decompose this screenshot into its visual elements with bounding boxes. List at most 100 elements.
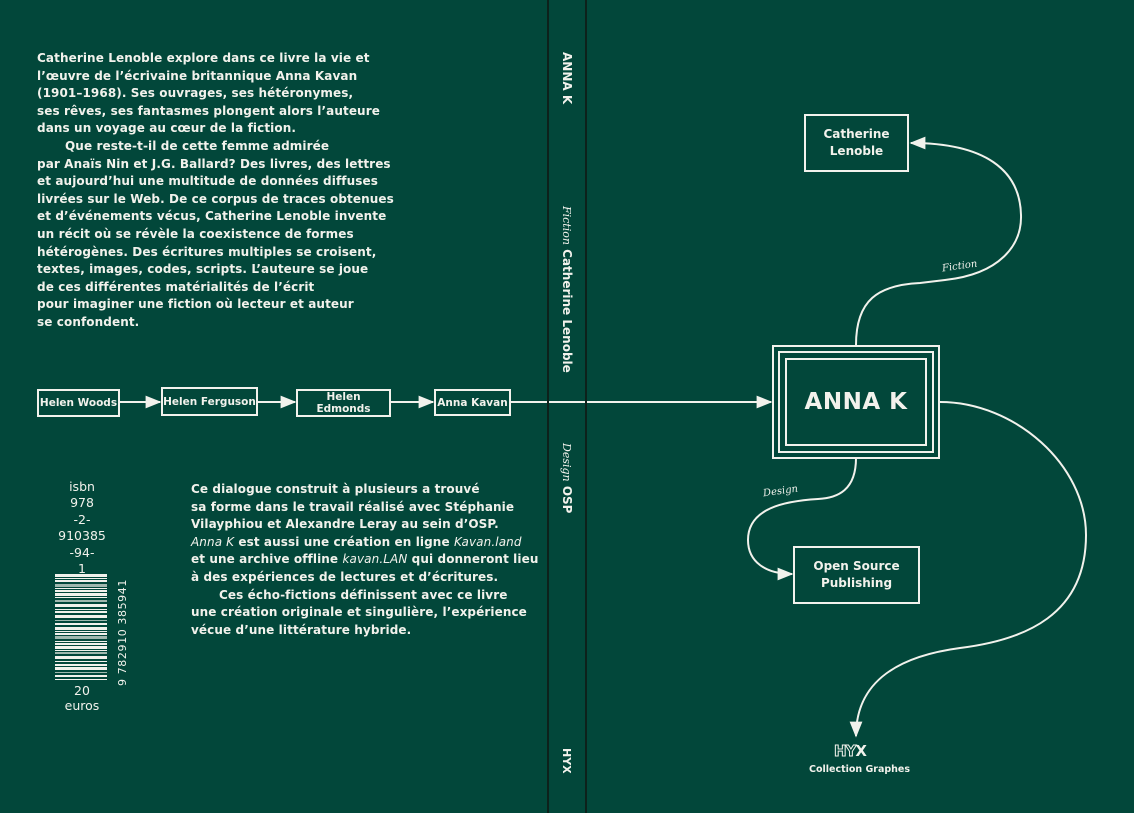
summary-line: livrées sur le Web. De ce corpus de trac…	[37, 191, 394, 206]
spine-rule-right	[585, 0, 587, 813]
barcode-bar	[55, 588, 107, 589]
barcode-bar	[55, 675, 107, 677]
logo-solid-letter: X	[855, 742, 867, 760]
barcode-bar	[55, 580, 107, 582]
annak-frame-inner	[785, 358, 927, 446]
summary-line: un récit où se révèle la coexistence de …	[37, 226, 354, 241]
barcode-bar	[55, 641, 107, 642]
spine-author: Catherine Lenoble	[560, 249, 574, 373]
credits-line: Vilayphiou et Alexandre Leray au sein d’…	[191, 517, 499, 532]
summary-line: l’œuvre de l’écrivaine britannique Anna …	[37, 68, 358, 83]
designer-line: Open Source	[813, 559, 900, 573]
spine-designer: OSP	[560, 485, 574, 514]
barcode-digits: 9 782910 385941	[116, 579, 129, 686]
collection-name: Collection Graphes	[809, 764, 911, 775]
spine-genre: Fiction	[560, 206, 573, 245]
barcode-bar	[55, 578, 107, 579]
spine-design-label: Design	[560, 443, 573, 482]
barcode-bar	[55, 623, 107, 625]
designer-line: Publishing	[820, 576, 893, 590]
price-amount: 20	[74, 683, 90, 698]
logo-outline-letters: HY	[833, 742, 856, 761]
barcode-bar	[55, 600, 107, 602]
summary-line: et aujourd’hui une multitude de données …	[37, 174, 378, 189]
summary-line: pour imaginer une fiction où lecteur et …	[37, 297, 354, 312]
isbn-line: 978	[70, 495, 94, 511]
isbn-line: 1	[78, 561, 86, 577]
arrow-design	[746, 457, 857, 581]
summary-line: Catherine Lenoble explore dans ce livre …	[37, 51, 370, 65]
summary-line: textes, images, codes, scripts. L’auteur…	[37, 262, 369, 277]
barcode-bar	[55, 633, 107, 635]
barcode-bar	[55, 652, 107, 654]
barcode-bar	[55, 631, 107, 632]
barcode-bar	[55, 584, 107, 587]
front-title: ANNA K	[804, 388, 908, 415]
isbn-line: -2-	[73, 511, 91, 527]
annak-frame-outer	[772, 345, 940, 459]
barcode-bar	[55, 646, 107, 649]
pseudonym-label: Helen Woods	[39, 397, 118, 409]
website-kavan-land: Kavan.land	[453, 534, 522, 549]
barcode-bar	[55, 597, 107, 598]
author-last-name: Lenoble	[829, 144, 884, 158]
barcode-bar	[55, 593, 107, 596]
barcode-bar	[55, 620, 107, 621]
archive-kavan-lan: kavan.LAN	[342, 552, 408, 567]
barcode-bar	[55, 609, 107, 610]
barcode-bar	[55, 636, 107, 639]
barcode	[55, 574, 107, 680]
spine-rule-left	[547, 0, 549, 813]
spine-author-line: Fiction Catherine Lenoble	[560, 206, 574, 373]
summary-line: par Anaïs Nin et J.G. Ballard? Des livre…	[37, 156, 391, 171]
back-cover-credits: Ce dialogue construit à plusieurs a trou…	[191, 481, 539, 639]
hyx-logo: HYX	[560, 748, 573, 774]
author-first-name: Catherine	[823, 127, 890, 141]
barcode-bar	[55, 664, 107, 666]
pseudonym-label: Helen Edmonds	[316, 391, 371, 415]
isbn-line: isbn	[69, 479, 95, 494]
summary-line: se confondent.	[37, 314, 140, 329]
barcode-bar	[55, 672, 107, 673]
pseudonym-label: Anna Kavan	[437, 396, 508, 409]
credits-text: qui donneront lieu	[407, 552, 539, 567]
price: 20 euros	[52, 683, 112, 713]
pseudonym-box-helen-edmonds: Helen Edmonds	[296, 389, 391, 417]
barcode-bar	[55, 590, 107, 592]
annak-frame-middle	[778, 351, 934, 453]
pseudonym-box-anna-kavan: Anna Kavan	[434, 389, 511, 416]
summary-line: hétérogènes. Des écritures multiples se …	[37, 244, 377, 259]
spine-title: ANNA K	[560, 52, 574, 105]
credits-line: Ces écho-fictions définissent avec ce li…	[219, 587, 508, 602]
barcode-bar	[55, 611, 107, 613]
credits-line: Anna K est aussi une création en ligne K…	[191, 534, 539, 552]
pseudonym-box-helen-ferguson: Helen Ferguson	[161, 387, 258, 416]
credits-line: une création originale et singulière, l’…	[191, 605, 527, 620]
hyx-logo: HYX	[833, 742, 867, 761]
credits-line: vécue d’une littérature hybride.	[191, 622, 412, 637]
summary-line: dans un voyage au cœur de la fiction.	[37, 121, 297, 136]
credits-text: et une archive offline	[191, 552, 343, 567]
pseudonym-label: Helen Ferguson	[163, 395, 256, 408]
isbn-line: 910385	[58, 528, 106, 544]
credits-text: est aussi une création en ligne	[234, 534, 454, 549]
arrow-collection	[849, 401, 1088, 738]
barcode-bar	[55, 574, 107, 577]
summary-line: (1901–1968). Ses ouvrages, ses hétéronym…	[37, 86, 354, 101]
arrow-fiction	[855, 136, 1023, 346]
barcode-bar	[55, 615, 107, 618]
spine-logo: HYX	[560, 748, 573, 774]
summary-line: de ces différentes matérialités de l’écr…	[37, 279, 315, 294]
summary-line: Que reste-t-il de cette femme admirée	[65, 138, 330, 153]
credits-line: à des expériences de lectures et d’écrit…	[191, 569, 499, 584]
summary-line: et d’événements vécus, Catherine Lenoble…	[37, 209, 387, 224]
barcode-bar	[55, 650, 107, 651]
price-currency: euros	[64, 698, 100, 713]
barcode-bar	[55, 627, 107, 630]
barcode-bar	[55, 643, 107, 645]
credits-line: et une archive offline kavan.LAN qui don…	[191, 551, 539, 569]
spine-design-line: Design OSP	[560, 443, 574, 513]
